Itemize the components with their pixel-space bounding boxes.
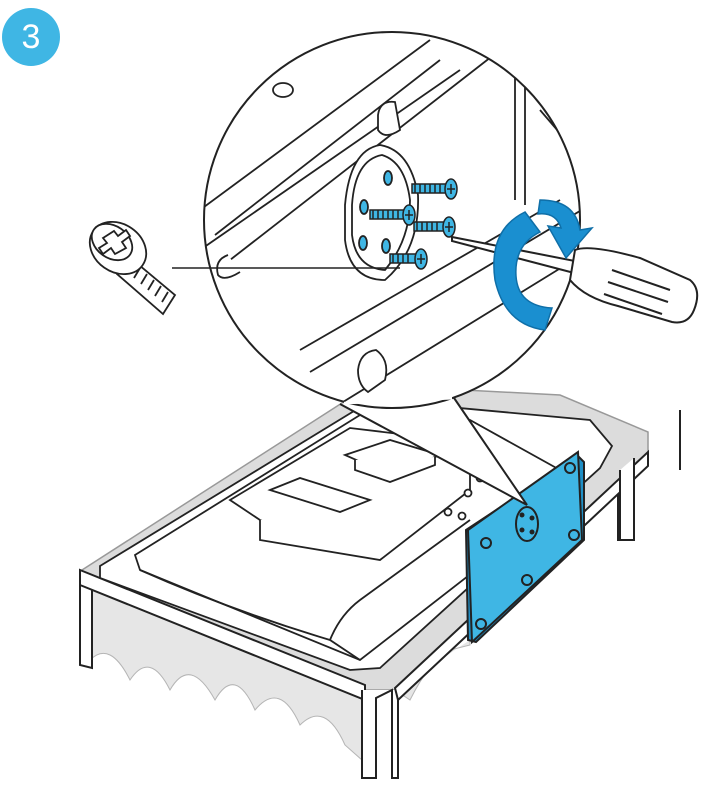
screw-icon bbox=[80, 211, 175, 314]
step-number: 3 bbox=[22, 18, 41, 57]
table-leg bbox=[620, 458, 634, 540]
table-leg bbox=[362, 690, 398, 778]
step-number-badge: 3 bbox=[2, 8, 60, 66]
